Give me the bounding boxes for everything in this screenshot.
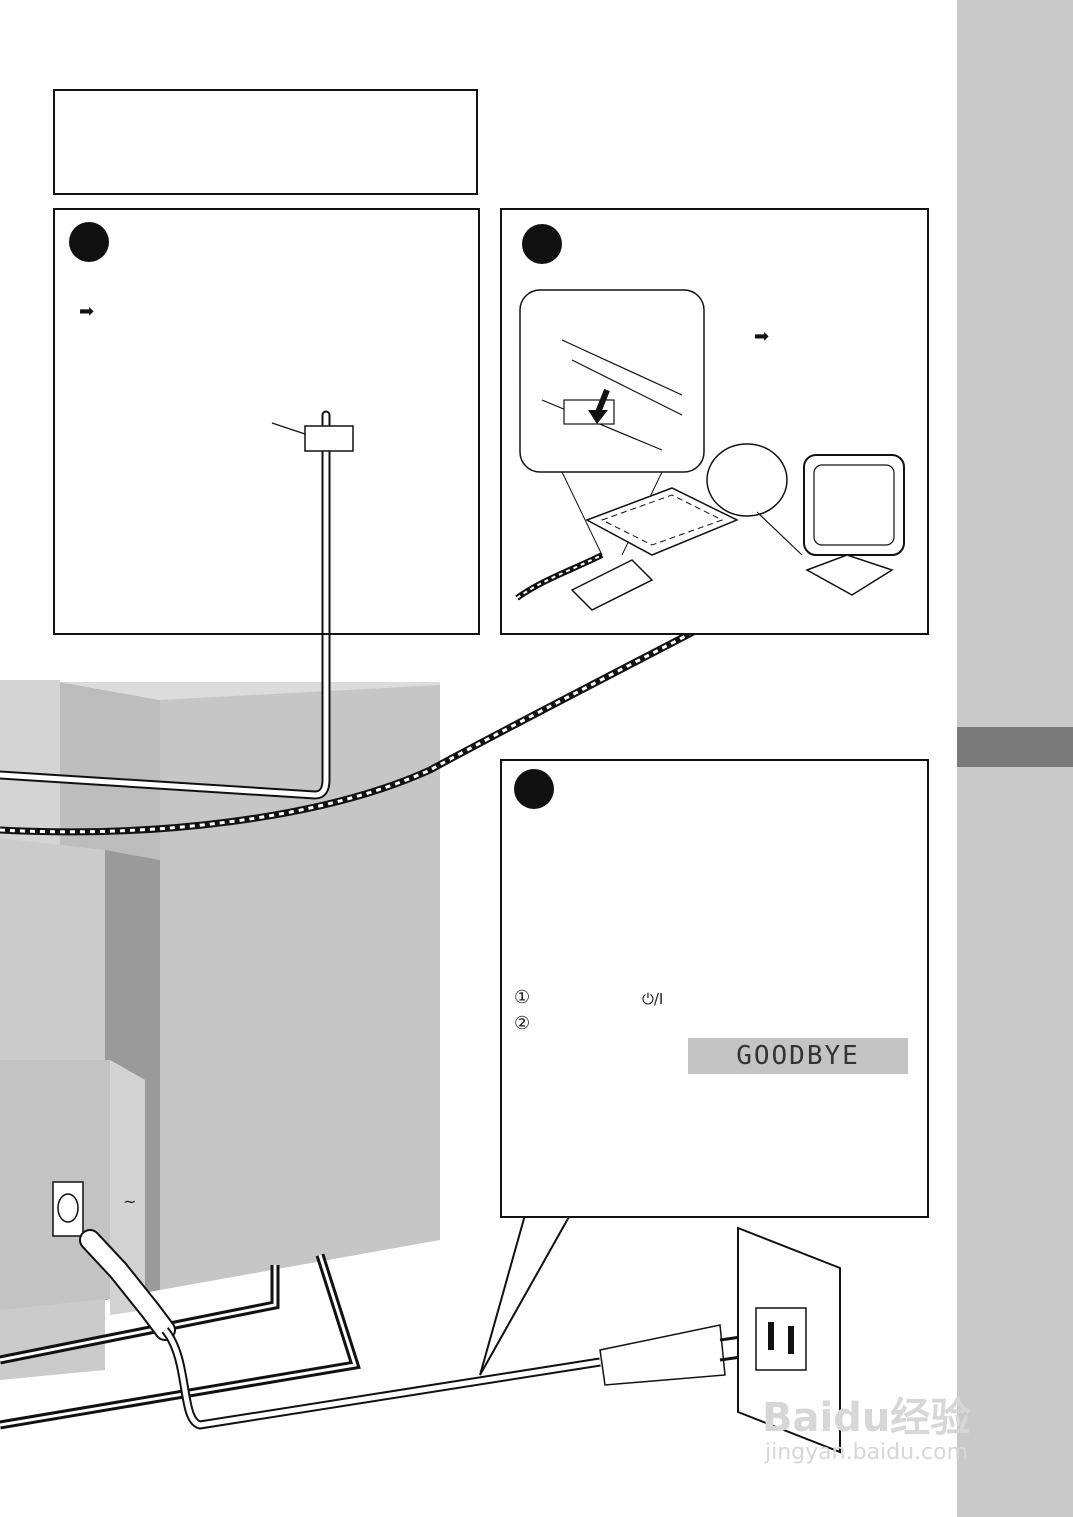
wall-outlet: [737, 1226, 841, 1454]
step3-item-1-marker: ①: [514, 987, 531, 1008]
header-box: [53, 89, 478, 195]
step2-marker-icon: [522, 224, 562, 264]
am-loop-antenna-illustration: [515, 289, 905, 611]
step3-item-2-marker: ②: [514, 1013, 531, 1034]
ac-power-cord: [161, 1324, 756, 1430]
side-index-tab: [957, 727, 1073, 767]
arrow-right-icon: ➡: [79, 301, 95, 322]
step1-marker-icon: [69, 222, 109, 262]
step2-panel: ➡: [500, 208, 929, 635]
fm-antenna-wire: [0, 410, 354, 800]
baidu-watermark-logo: Baidu经验: [762, 1395, 971, 1441]
step3-panel: ① ⏻/I ② GOODBYE: [500, 759, 929, 1218]
unit-ac-inlet: [52, 1181, 176, 1341]
arrow-right-icon: ➡: [754, 326, 770, 347]
goodbye-display: GOODBYE: [688, 1038, 908, 1074]
baidu-watermark-url: jingyan.baidu.com: [765, 1440, 969, 1465]
power-standby-icon: ⏻/I: [642, 990, 664, 1008]
step1-panel: ➡: [53, 208, 480, 635]
step3-marker-icon: [514, 769, 554, 809]
ac-inlet-label: ~: [123, 1192, 137, 1211]
